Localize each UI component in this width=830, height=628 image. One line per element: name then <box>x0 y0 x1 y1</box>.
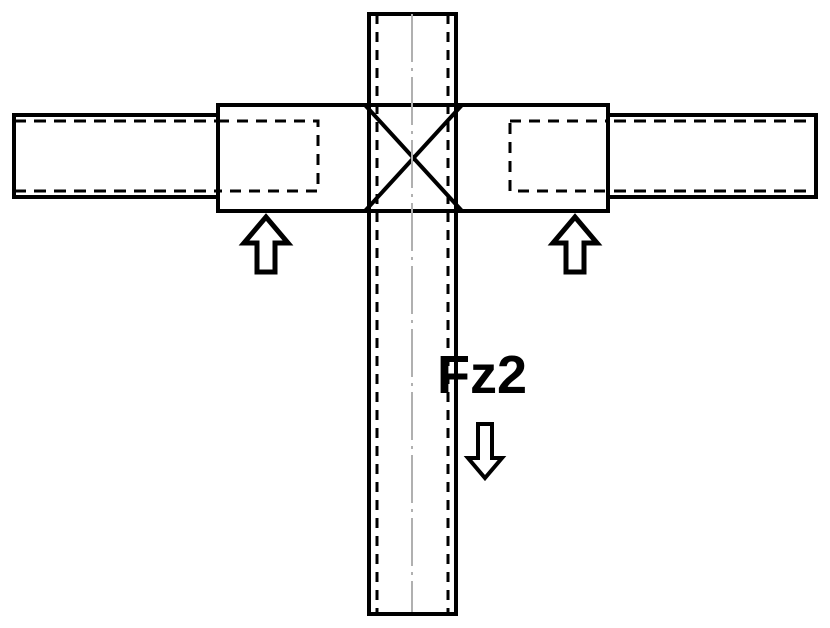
hidden-pocket-right <box>508 119 610 193</box>
hidden-pocket-left <box>216 119 320 193</box>
x-bracing-group <box>363 103 464 213</box>
x-bracing-diagonal-b <box>363 103 464 213</box>
support-reaction-arrow-left <box>238 213 294 275</box>
support-reaction-arrow-right <box>547 213 603 275</box>
force-label-fz2: Fz2 <box>437 345 527 405</box>
column-hidden-edges-overlay <box>375 14 450 614</box>
applied-force-arrow-fz2 <box>463 422 507 482</box>
arrows-group <box>238 213 603 482</box>
column-solid-edges-overlay <box>367 14 458 614</box>
